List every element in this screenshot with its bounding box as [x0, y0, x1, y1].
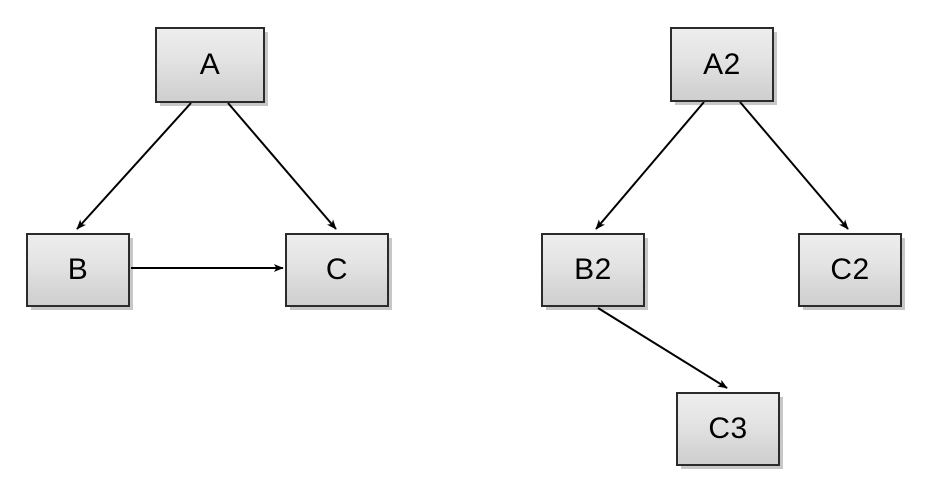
node-b[interactable]: B — [26, 233, 130, 307]
node-a2-label: A2 — [703, 47, 741, 81]
edge-A-to-C — [227, 102, 337, 230]
node-c2-label: C2 — [830, 253, 870, 286]
node-c2[interactable]: C2 — [798, 233, 902, 307]
node-c-label: C — [325, 253, 349, 286]
node-c3[interactable]: C3 — [676, 392, 780, 466]
edge-A2-to-B2 — [595, 101, 705, 230]
node-a-label: A — [199, 48, 221, 81]
edge-A2-to-C2 — [739, 101, 849, 230]
node-b2-label: B2 — [574, 253, 612, 286]
node-c[interactable]: C — [285, 233, 389, 307]
edge-A-to-B — [76, 102, 192, 230]
edge-B2-to-C3 — [597, 307, 728, 389]
node-a[interactable]: A — [155, 27, 265, 103]
node-b2[interactable]: B2 — [541, 233, 645, 307]
node-b-label: B — [67, 253, 89, 286]
node-c3-label: C3 — [708, 412, 748, 445]
node-a2[interactable]: A2 — [670, 27, 774, 102]
